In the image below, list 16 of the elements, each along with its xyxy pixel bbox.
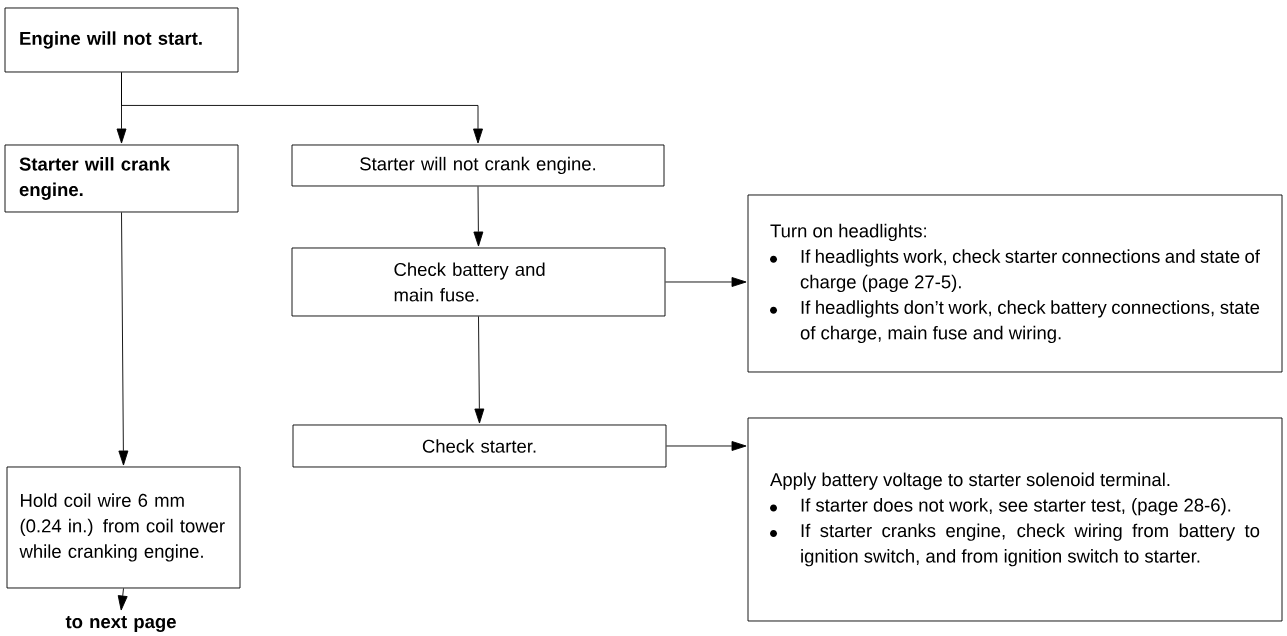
step-box: Engine will not start. [4, 7, 239, 73]
arrow [473, 186, 484, 247]
step-box: Starter will not crank engine. [291, 144, 665, 187]
step-box: Starter will crank engine. [4, 144, 239, 213]
arrow [118, 212, 129, 466]
arrow [117, 588, 128, 611]
arrow [665, 277, 747, 287]
step-box: Hold coil wire 6 mm (0.24 in.) from coil tower while cranking engine. [6, 466, 241, 589]
arrow [666, 441, 747, 451]
note-box: Turn on headlights: If headlights work, check starter connections and state of charge (page 27-5). If headlights don’t work, check battery connections, state of charge, main fuse and wiring. [747, 194, 1283, 373]
step-box: Check battery and main fuse. [291, 247, 666, 317]
note-box: Apply battery voltage to starter solenoid terminal. If starter does not work, see starter test, (page 28-6). If starter cranks engine, check wiring from battery to ignition switch, and from ignition switch to starter. [747, 417, 1283, 622]
arrow [121, 72, 483, 144]
step-box: Check starter. [292, 424, 667, 468]
next-page-text: to next page [65, 616, 176, 632]
arrow [474, 316, 485, 424]
